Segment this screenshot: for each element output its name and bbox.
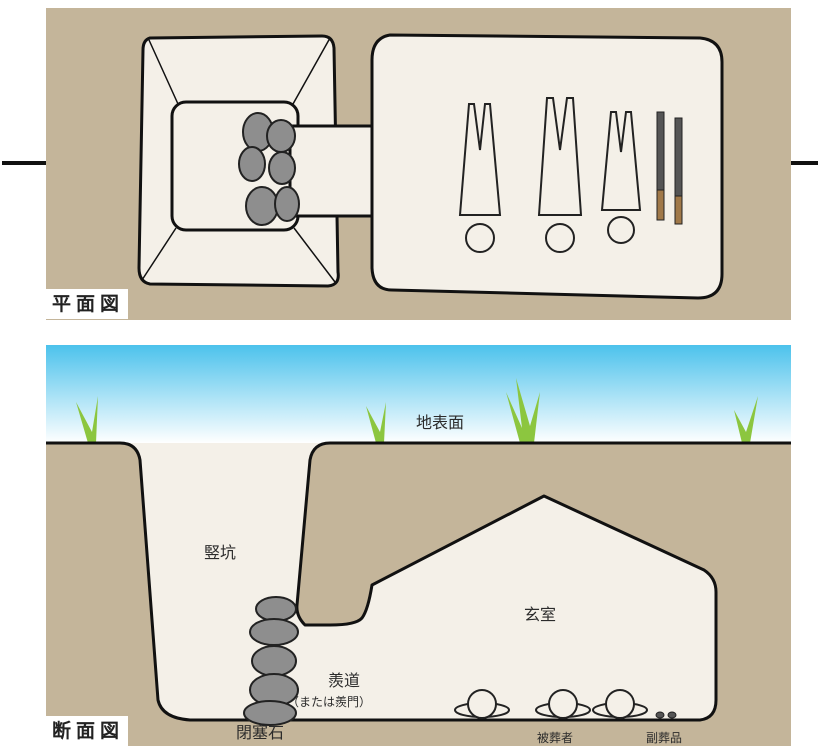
passage-alt-label: （または羨門） [287,695,372,709]
plan-passage [288,124,382,218]
grave-goods-label: 副葬品 [646,731,683,745]
burial-chamber-label: 玄室 [524,605,557,624]
section-view-title: 断面図 [46,716,129,746]
section-closing-stones [243,596,299,726]
plan-buried-person-1 [458,103,502,253]
ground-surface-label: 地表面 [416,413,465,432]
section-buried-person-1 [454,689,510,719]
plan-view [2,8,818,320]
plan-buried-person-2 [537,97,583,253]
grass-tufts [76,378,758,443]
sky [46,345,791,443]
plan-shaft-slope-lines [141,37,336,283]
buried-persons-label: 被葬者 [537,731,574,745]
passage-label: 羨道 [328,671,361,690]
vertical-shaft-label: 竪坑 [204,543,237,562]
section-view [46,345,791,746]
closing-stones-label: 閉塞石 [236,723,285,742]
section-grave-goods [655,711,677,719]
plan-grave-goods-swords [656,111,683,225]
plan-buried-person-3 [600,111,642,244]
section-buried-person-2 [535,689,591,719]
plan-view-title: 平面図 [46,289,129,319]
plan-closing-stones [238,112,300,226]
section-buried-person-3 [592,689,648,719]
section-tomb-cavity [46,441,791,722]
